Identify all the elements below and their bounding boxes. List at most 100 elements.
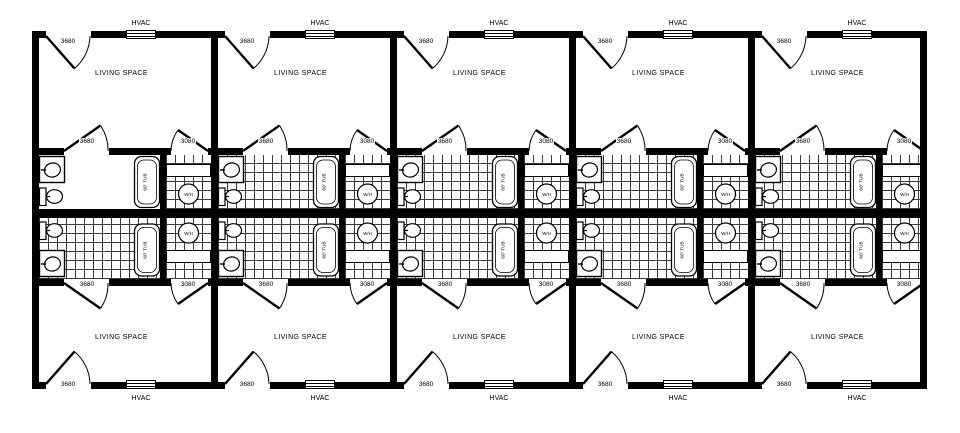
- bathtub-inner-top: [853, 159, 873, 205]
- entry-door-leaf-bottom: [224, 350, 255, 385]
- bathtub-label-bottom: 60" TUB: [322, 241, 327, 258]
- bathroom-door-leaf-bottom: [779, 282, 818, 310]
- wall-segment: [32, 209, 211, 218]
- wall-segment: [646, 148, 708, 155]
- wall-segment: [390, 148, 422, 155]
- bathroom-door-swing-bottom: [100, 282, 109, 309]
- wall-segment: [566, 148, 569, 155]
- sink-basin-bottom: [401, 256, 420, 272]
- sink-basin-bottom: [580, 256, 599, 272]
- utility-door-size-top: 3080: [716, 138, 734, 145]
- bathtub-top: [670, 155, 698, 209]
- utility-door-swing-top: [886, 129, 895, 152]
- bathtub-inner-bottom: [316, 227, 336, 273]
- living-space-label-bottom: LIVING SPACE: [632, 334, 685, 341]
- wall-segment: [566, 279, 569, 286]
- entry-door-swing-top: [253, 35, 270, 69]
- wall-segment: [748, 382, 762, 389]
- wall-segment: [825, 148, 887, 155]
- utility-door-swing-top: [528, 129, 537, 152]
- entry-door-size-top: 3680: [417, 38, 435, 45]
- unit-drawing-overlay: 60" TUB W/H 60" TUB W/H: [754, 35, 925, 385]
- bathroom-door-swing-top: [637, 125, 646, 152]
- wall-segment: [569, 382, 583, 389]
- unit-1: 60" TUB W/H 60" TUB W/H HVAC HVAC 3680 3…: [32, 0, 211, 433]
- entry-door-leaf-top: [45, 35, 76, 70]
- living-space-label-top: LIVING SPACE: [811, 70, 864, 77]
- hvac-label-top: HVAC: [131, 20, 151, 27]
- living-space-label-bottom: LIVING SPACE: [811, 334, 864, 341]
- utility-door-swing-top: [170, 129, 179, 152]
- wall-segment: [924, 279, 927, 286]
- entry-door-size-bottom: 3680: [596, 381, 614, 388]
- hvac-vent-top: [484, 30, 514, 39]
- wall-segment: [32, 148, 64, 155]
- bathtub-top: [312, 155, 340, 209]
- sink-basin-bottom: [43, 256, 62, 272]
- entry-door-size-top: 3680: [238, 38, 256, 45]
- unit-drawing-overlay: 60" TUB W/H 60" TUB W/H: [38, 35, 209, 385]
- utility-door-leaf-bottom: [177, 282, 209, 305]
- water-heater-bottom: [356, 222, 379, 244]
- bathtub-top: [491, 155, 519, 209]
- bottom-utility-floor-tile: [524, 218, 569, 279]
- bathroom-door-leaf-bottom: [63, 282, 102, 310]
- bathroom-door-size-top: 3680: [78, 138, 96, 145]
- bathtub-inner-bottom: [137, 227, 157, 273]
- entry-door-leaf-top: [761, 35, 792, 70]
- water-heater-label-bottom: W/H: [721, 231, 730, 236]
- bathtub-inner-top: [674, 159, 694, 205]
- entry-door-size-bottom: 3680: [417, 381, 435, 388]
- wall-segment: [748, 279, 780, 286]
- wall-segment: [32, 382, 46, 389]
- sink-basin-top: [222, 162, 241, 178]
- water-heater-bottom: [177, 222, 200, 244]
- bathtub-top: [849, 155, 877, 209]
- water-heater-bottom: [893, 222, 916, 244]
- utility-door-swing-bottom: [707, 282, 716, 305]
- entry-door-swing-top: [432, 35, 449, 69]
- sink-basin-bottom: [759, 256, 778, 272]
- toilet-tank-top: [38, 187, 47, 207]
- wall-segment: [745, 279, 748, 286]
- entry-door-size-top: 3680: [596, 38, 614, 45]
- wall-segment: [467, 148, 529, 155]
- unit-drawing-overlay: 60" TUB W/H 60" TUB W/H: [575, 35, 746, 385]
- bathroom-door-size-top: 3680: [257, 138, 275, 145]
- sink-basin-bottom: [222, 256, 241, 272]
- living-space-label-bottom: LIVING SPACE: [453, 334, 506, 341]
- wall-segment: [109, 148, 171, 155]
- hvac-vent-bottom: [484, 380, 514, 389]
- utility-door-swing-bottom: [349, 282, 358, 305]
- entry-door-size-bottom: 3680: [238, 381, 256, 388]
- entry-door-leaf-top: [582, 35, 613, 70]
- hvac-vent-top: [126, 30, 156, 39]
- wall-segment: [390, 31, 404, 38]
- hvac-label-top: HVAC: [847, 20, 867, 27]
- bathroom-door-swing-top: [458, 125, 467, 152]
- water-heater-label-top: W/H: [363, 192, 372, 197]
- toilet-tank-bottom: [575, 221, 584, 241]
- water-heater-bottom: [535, 222, 558, 244]
- unit-drawing-overlay: 60" TUB W/H 60" TUB W/H: [396, 35, 567, 385]
- toilet-tank-bottom: [217, 221, 226, 241]
- bathtub-label-bottom: 60" TUB: [501, 241, 506, 258]
- wall-segment: [876, 148, 882, 286]
- bathtub-label-top: 60" TUB: [322, 173, 327, 190]
- entry-door-leaf-top: [224, 35, 255, 70]
- toilet-tank-bottom: [754, 221, 763, 241]
- hvac-label-top: HVAC: [668, 20, 688, 27]
- toilet-tank-top: [217, 187, 226, 207]
- utility-door-leaf-bottom: [356, 282, 388, 305]
- bathtub-bottom: [670, 223, 698, 277]
- bathtub-label-bottom: 60" TUB: [859, 241, 864, 258]
- bathroom-door-leaf-bottom: [242, 282, 281, 310]
- wall-segment: [211, 148, 243, 155]
- bathtub-label-bottom: 60" TUB: [143, 241, 148, 258]
- bathroom-door-size-bottom: 3680: [436, 281, 454, 288]
- bathroom-door-size-top: 3680: [615, 138, 633, 145]
- bathtub-top: [133, 155, 161, 209]
- unit-5: 60" TUB W/H 60" TUB W/H HVAC HVAC 3680 3…: [748, 0, 927, 433]
- bathtub-label-top: 60" TUB: [680, 173, 685, 190]
- bathroom-door-swing-top: [100, 125, 109, 152]
